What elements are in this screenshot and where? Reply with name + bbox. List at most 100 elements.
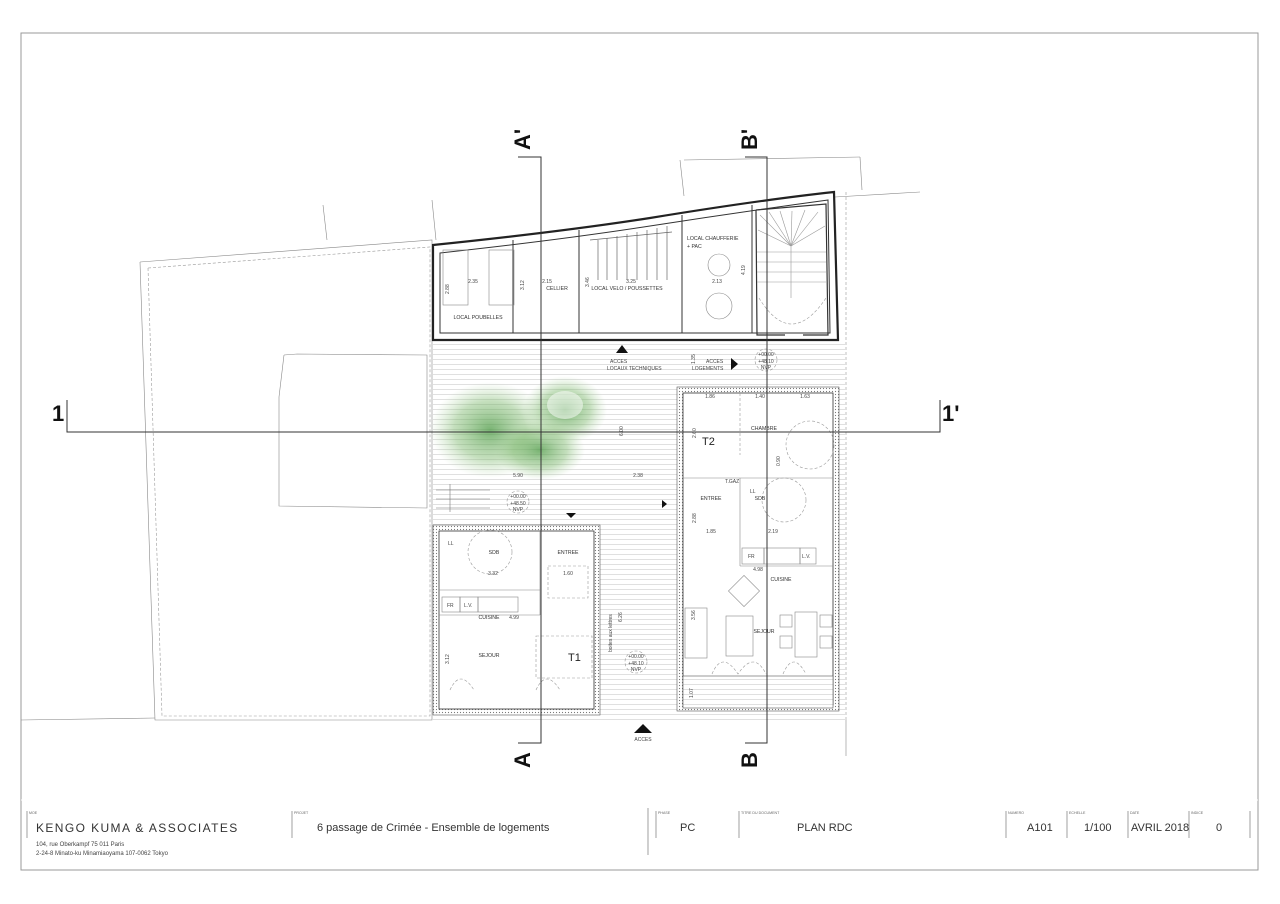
dim-498: 4.98	[753, 567, 763, 573]
tb-titre-label: TITRE DU DOCUMENT	[741, 811, 780, 815]
tb-date-label: DATE	[1130, 811, 1140, 815]
room-local-chaufferie-pac: + PAC	[687, 244, 702, 250]
tb-indice-label: INDICE	[1191, 811, 1204, 815]
mailboxes-label: boites aux lettres	[608, 614, 614, 652]
dim-346: 3.46	[585, 277, 591, 287]
dim-215: 2.15	[542, 279, 552, 285]
tb-indice-value: 0	[1216, 822, 1222, 834]
level-top-2: +48.10	[758, 359, 774, 365]
dim-288b: 2.88	[692, 513, 698, 523]
room-cellier: CELLIER	[546, 286, 568, 292]
dim-590: 5.90	[513, 473, 523, 479]
courtyard-bike-stands	[436, 484, 490, 512]
room-t1-entree: ENTREE	[557, 550, 579, 556]
section-1-left: 1	[52, 401, 64, 426]
tb-date: DATE AVRIL 2018	[1127, 811, 1189, 838]
dim-288: 2.88	[445, 284, 451, 294]
room-t2-chambre: CHAMBRE	[751, 426, 777, 432]
tb-firm-name: KENGO KUMA & ASSOCIATES	[36, 821, 239, 835]
tb-numero-value: A101	[1027, 822, 1053, 834]
tb-phase-value: PC	[680, 822, 695, 834]
tb-numero-label: NUMERO	[1008, 811, 1024, 815]
section-line-1: 1 1'	[52, 400, 959, 433]
apartment-t2-label: T2	[702, 436, 715, 448]
level-top-3: NVP	[761, 365, 772, 371]
level-marker-passage: +00.00 +48.10 NVP	[624, 650, 648, 674]
dim-185: 1.85	[706, 529, 716, 535]
fixture-t2-tgaz: T.GAZ	[725, 479, 739, 485]
room-t2-cuisine: CUISINE	[770, 577, 792, 583]
tb-address-paris: 104, rue Oberkampf 75 011 Paris	[36, 842, 124, 848]
level-court-1: +00.00	[510, 494, 526, 500]
level-passage-1: +00.00	[628, 654, 644, 660]
apartment-t1-label: T1	[568, 652, 581, 664]
staircase	[755, 203, 829, 336]
fixture-t1-ll: LL	[448, 541, 454, 547]
level-court-3: NVP	[513, 507, 524, 513]
dim-626: 6.26	[618, 612, 624, 622]
room-t1-sdb: SDB	[489, 550, 500, 556]
fixture-t1-fr: FR	[447, 603, 454, 609]
dim-090: 0.90	[776, 456, 782, 466]
tb-numero: NUMERO A101	[1005, 811, 1053, 838]
level-passage-3: NVP	[631, 667, 642, 673]
apartment-t1	[432, 524, 601, 716]
dim-356: 3.56	[691, 610, 697, 620]
level-marker-courtyard: +00.00 +48.50 NVP	[506, 490, 530, 514]
dim-219: 2.19	[768, 529, 778, 535]
dim-160: 1.60	[563, 571, 573, 577]
dim-312b: 3.12	[445, 654, 451, 664]
access-locaux-2: LOCAUX TECHNIQUES	[607, 366, 662, 372]
access-arrow-main	[634, 724, 652, 733]
bike-racks	[589, 226, 673, 280]
dim-235: 2.35	[468, 279, 478, 285]
section-b-top: B'	[737, 129, 762, 150]
tb-moe: MOE KENGO KUMA & ASSOCIATES 104, rue Obe…	[26, 811, 239, 857]
tb-phase: PHASE PC	[655, 811, 695, 838]
dim-332: 3.32	[488, 571, 498, 577]
tb-projet-label: PROJET	[294, 811, 309, 815]
access-logements-1: ACCES	[706, 359, 724, 365]
section-line-b: B' B	[737, 129, 768, 768]
room-t2-sdb: SDB	[755, 496, 766, 502]
tb-projet: PROJET 6 passage de Crimée - Ensemble de…	[291, 811, 550, 838]
sheet-border	[20, 32, 1259, 871]
access-labels: ACCES LOCAUX TECHNIQUES ACCES LOGEMENTS …	[607, 359, 724, 743]
dim-312: 3.12	[520, 280, 526, 290]
dim-419: 4.19	[741, 265, 747, 275]
fixture-t2-fr: FR	[748, 554, 755, 560]
service-block	[431, 190, 840, 342]
tb-projet-value: 6 passage de Crimée - Ensemble de logeme…	[317, 822, 550, 834]
section-line-a: A' A	[510, 129, 542, 768]
dim-499: 4.99	[509, 615, 519, 621]
site-boundary	[20, 156, 921, 756]
room-labels: LOCAL POUBELLES CELLIER LOCAL VELO / POU…	[453, 236, 792, 664]
section-a-bottom: A	[510, 752, 535, 768]
section-b-bottom: B	[737, 752, 762, 768]
access-arrow-t1	[566, 513, 576, 518]
room-t2-entree: ENTREE	[700, 496, 722, 502]
apartment-t2	[676, 386, 840, 712]
tb-titre-value: PLAN RDC	[797, 822, 853, 834]
dim-140: 1.40	[755, 394, 765, 400]
level-passage-2: +48.10	[628, 661, 644, 667]
fixture-t2-lv: L.V.	[802, 554, 810, 560]
level-court-2: +48.50	[510, 501, 526, 507]
access-locaux-1: ACCES	[610, 359, 628, 365]
room-local-poubelles: LOCAL POUBELLES	[453, 315, 503, 321]
tb-echelle-value: 1/100	[1084, 822, 1112, 834]
room-t1-sejour: SEJOUR	[478, 653, 499, 659]
dim-135: 1.35	[691, 354, 697, 364]
dim-238: 2.38	[633, 473, 643, 479]
fixture-t1-lv: L.V.	[464, 603, 472, 609]
title-block: MOE KENGO KUMA & ASSOCIATES 104, rue Obe…	[26, 808, 1251, 857]
section-1-right: 1'	[942, 401, 959, 426]
room-local-velo: LOCAL VELO / POUSSETTES	[591, 286, 663, 292]
access-main: ACCES	[634, 737, 652, 743]
tb-date-value: AVRIL 2018	[1131, 822, 1189, 834]
dim-325: 3.25	[626, 279, 636, 285]
tb-echelle: ECHELLE 1/100	[1066, 811, 1112, 838]
section-a-top: A'	[510, 129, 535, 150]
tb-phase-label: PHASE	[658, 811, 671, 815]
